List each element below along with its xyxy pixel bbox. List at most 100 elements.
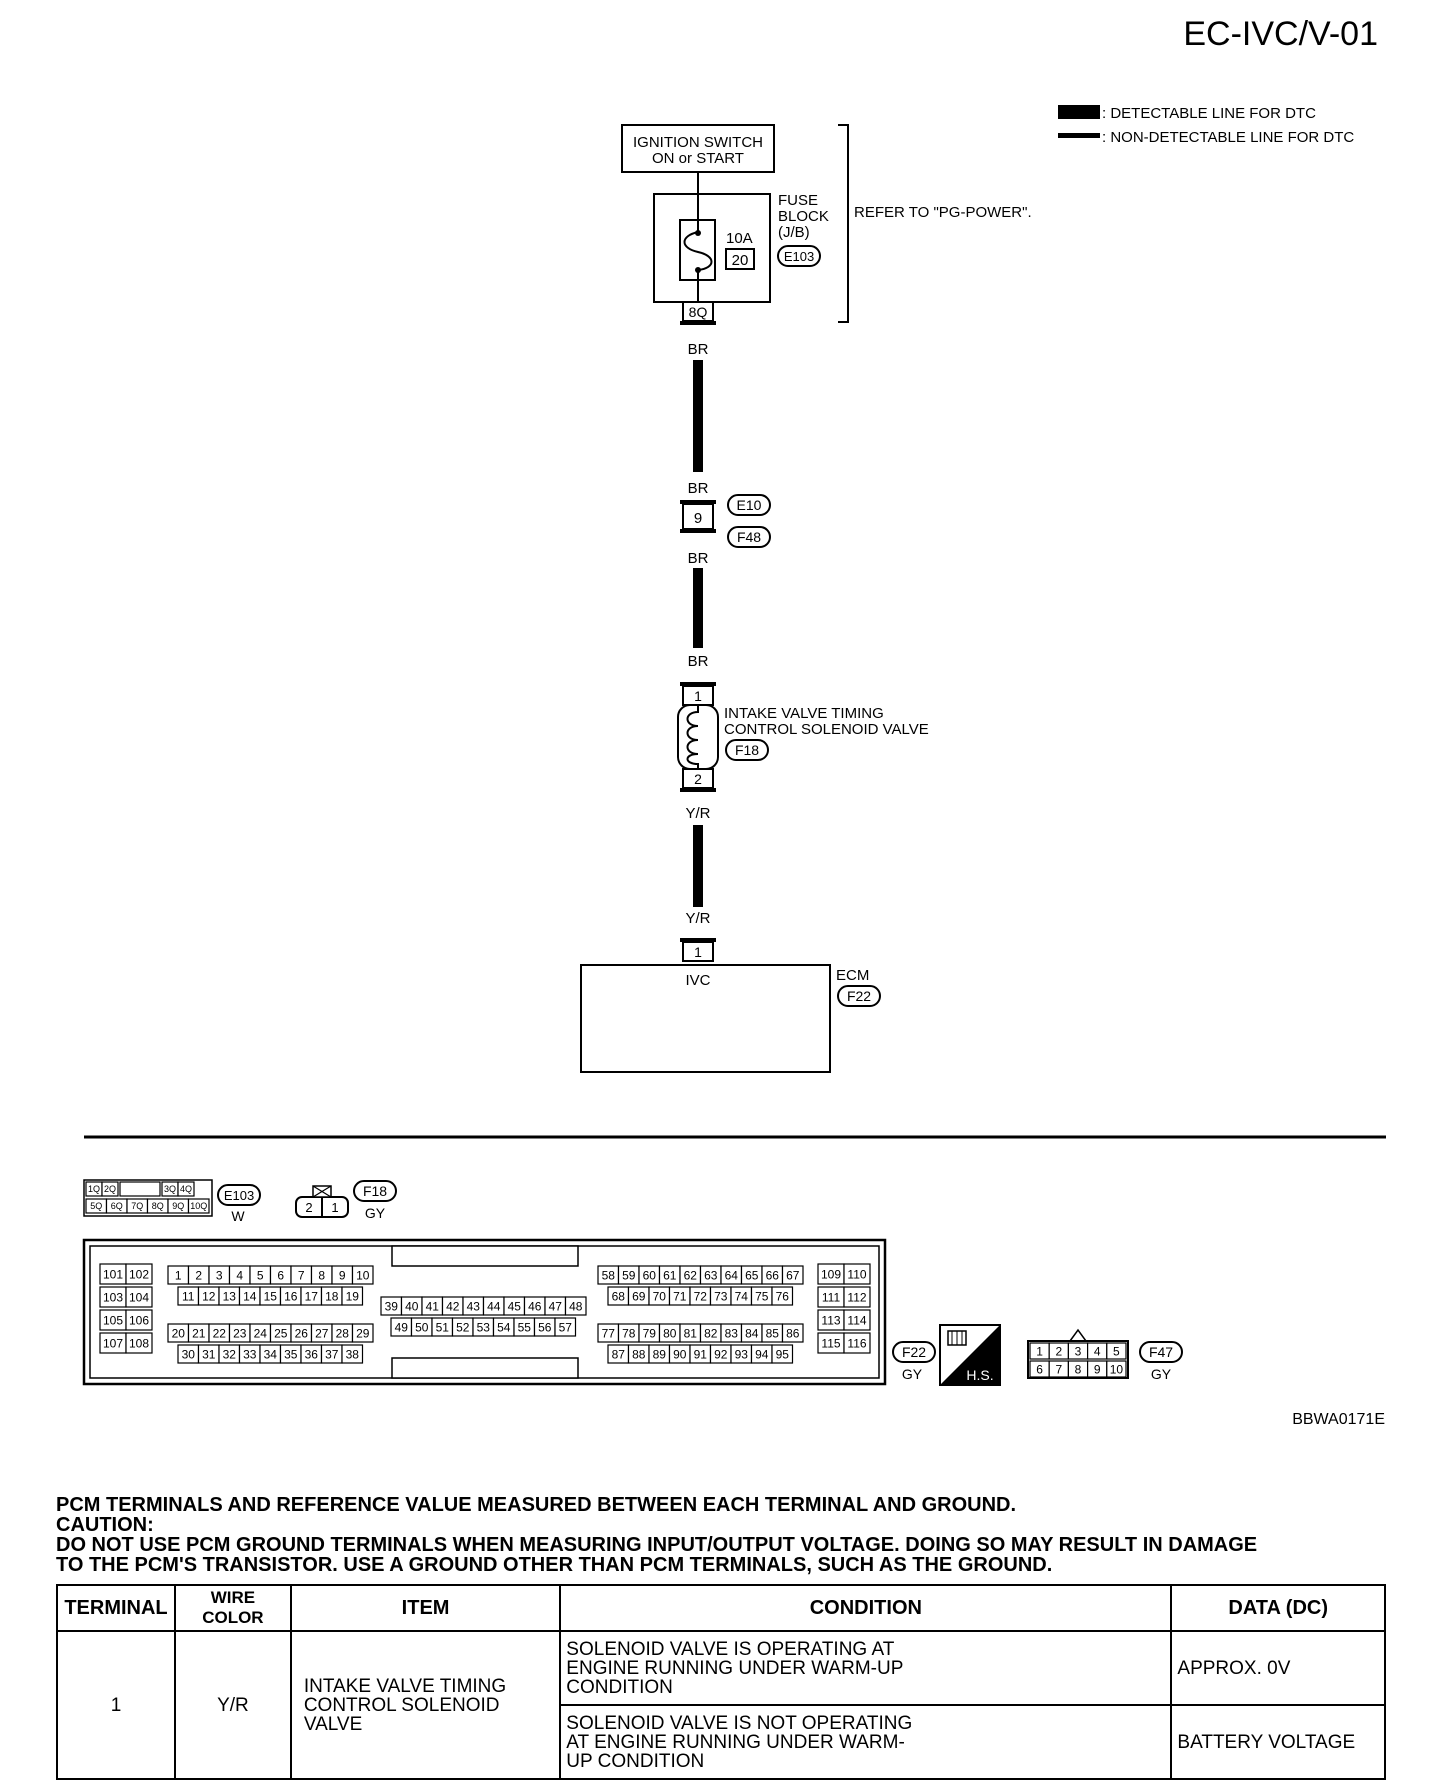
f22-pin-9: 9 — [339, 1268, 346, 1282]
wire-br-1 — [693, 360, 703, 472]
solenoid-body — [677, 704, 719, 770]
wire-yr — [693, 825, 703, 907]
joint-connector-bottom-bar — [680, 529, 716, 533]
connector-e10: E10 — [737, 497, 762, 513]
f22-pin-44: 44 — [487, 1299, 501, 1313]
f22-pin-72: 72 — [694, 1289, 708, 1303]
e103-pin-4Q: 4Q — [180, 1184, 192, 1194]
f22-pin-22: 22 — [213, 1326, 227, 1340]
table-row: SOLENOID VALVE IS NOT OPERATING AT ENGIN… — [57, 1704, 1386, 1780]
f22-connector-view — [82, 1238, 887, 1386]
f22-pin-101: 101 — [103, 1267, 123, 1281]
f22-pin-61: 61 — [663, 1268, 677, 1282]
f22-pin-51: 51 — [436, 1320, 450, 1334]
f22-pin-66: 66 — [766, 1268, 780, 1282]
fuse-dot-bottom — [695, 267, 701, 273]
fuse-number: 20 — [732, 252, 749, 269]
f22-pin-3: 3 — [216, 1268, 223, 1282]
f22-pin-10-cavity — [351, 1265, 374, 1285]
e103-pin-blank-cavity — [119, 1181, 161, 1197]
f22-pin-81: 81 — [684, 1326, 698, 1340]
fuse-block-connector: E103 — [784, 249, 814, 264]
cell-condition-1: SOLENOID VALVE IS OPERATING AT ENGINE RU… — [559, 1630, 1173, 1706]
e103-pin-1Q: 1Q — [88, 1184, 100, 1194]
f47-id-badge — [1139, 1341, 1183, 1363]
f22-pin-93: 93 — [735, 1347, 749, 1361]
connector-f22-badge — [837, 985, 881, 1007]
f18-id: F18 — [363, 1183, 387, 1199]
f47-pin-5: 5 — [1113, 1344, 1120, 1358]
f22-pin-92: 92 — [714, 1347, 728, 1361]
f22-pin-112-cavity — [843, 1286, 871, 1308]
ignition-switch-state: ON or START — [652, 150, 744, 167]
table-row: 1 Y/R INTAKE VALVE TIMING CONTROL SOLENO… — [56, 1630, 1386, 1780]
header-data: DATA (DC) — [1170, 1584, 1386, 1632]
f22-pin-14: 14 — [243, 1289, 257, 1303]
f22-pin-26: 26 — [295, 1326, 309, 1340]
f22-pin-116-cavity — [843, 1332, 871, 1354]
f22-pin-77: 77 — [602, 1326, 616, 1340]
f22-pin-112: 112 — [847, 1290, 866, 1304]
f22-color: GY — [902, 1366, 923, 1382]
f22-pin-30: 30 — [182, 1347, 196, 1361]
ignition-switch-label: IGNITION SWITCH — [633, 134, 763, 151]
f47-pin-10: 10 — [1110, 1362, 1124, 1376]
e103-pin-2Q-cavity — [101, 1181, 119, 1197]
ignition-switch-box — [621, 124, 775, 173]
f47-pin-10-cavity — [1106, 1360, 1127, 1378]
solenoid-pin-bottom: 2 — [694, 771, 702, 787]
header-item: ITEM — [289, 1584, 562, 1632]
fuse-dot-top — [695, 230, 701, 236]
f47-pin-5-cavity — [1106, 1342, 1127, 1360]
f22-pin-32: 32 — [223, 1347, 237, 1361]
f22-pin-87: 87 — [612, 1347, 626, 1361]
f22-pin-29: 29 — [356, 1326, 370, 1340]
f22-pin-46: 46 — [528, 1299, 542, 1313]
f22-pin-108: 108 — [129, 1336, 149, 1350]
f22-pin-7: 7 — [298, 1268, 305, 1282]
f22-pin-42: 42 — [446, 1299, 460, 1313]
e103-pin-3Q: 3Q — [164, 1184, 176, 1194]
f22-pin-29-cavity — [351, 1323, 374, 1343]
f22-pin-1: 1 — [175, 1268, 182, 1282]
solenoid-bottom-bar — [680, 788, 716, 792]
f22-pin-105: 105 — [103, 1313, 123, 1327]
f22-pin-59: 59 — [622, 1268, 636, 1282]
notes-line-3: DO NOT USE PCM GROUND TERMINALS WHEN MEA… — [56, 1534, 1258, 1556]
f22-pin-38: 38 — [346, 1347, 360, 1361]
connector-e10-badge — [727, 494, 771, 516]
fuse-amp: 10A — [726, 230, 753, 247]
f22-pin-24: 24 — [254, 1326, 268, 1340]
f22-pin-67-cavity — [781, 1265, 804, 1285]
f22-pin-89: 89 — [653, 1347, 667, 1361]
f22-pin-21: 21 — [192, 1326, 206, 1340]
f22-pin-48: 48 — [569, 1299, 583, 1313]
f22-pin-57-cavity — [554, 1317, 577, 1337]
header-condition: CONDITION — [559, 1584, 1173, 1632]
joint-connector-top-bar — [680, 500, 716, 504]
f22-pin-78: 78 — [622, 1326, 636, 1340]
wire-label-br-2: BR — [688, 480, 709, 497]
wire-br-2 — [693, 568, 703, 648]
f22-pin-104-cavity — [125, 1286, 153, 1308]
f22-pin-108-cavity — [125, 1332, 153, 1354]
f22-pin-95: 95 — [776, 1347, 790, 1361]
figure-id: BBWA0171E — [1292, 1411, 1385, 1428]
f22-pin-35: 35 — [284, 1347, 298, 1361]
e103-pin-4Q-cavity — [177, 1181, 195, 1197]
f22-pin-4: 4 — [236, 1268, 243, 1282]
f47-pin-9: 9 — [1094, 1362, 1101, 1376]
f22-pin-49: 49 — [395, 1320, 409, 1334]
f22-pin-70: 70 — [653, 1289, 667, 1303]
f22-pin-55: 55 — [518, 1320, 532, 1334]
e103-pin-8Q: 8Q — [152, 1201, 164, 1211]
f22-pin-18: 18 — [325, 1289, 339, 1303]
f22-pin-50: 50 — [415, 1320, 429, 1334]
f22-pin-86: 86 — [786, 1326, 800, 1340]
e103-id: E103 — [224, 1188, 254, 1203]
f18-id-badge — [353, 1180, 397, 1202]
harness-side-label: H.S. — [966, 1367, 993, 1383]
f18-latch-mark-b — [312, 1185, 332, 1198]
